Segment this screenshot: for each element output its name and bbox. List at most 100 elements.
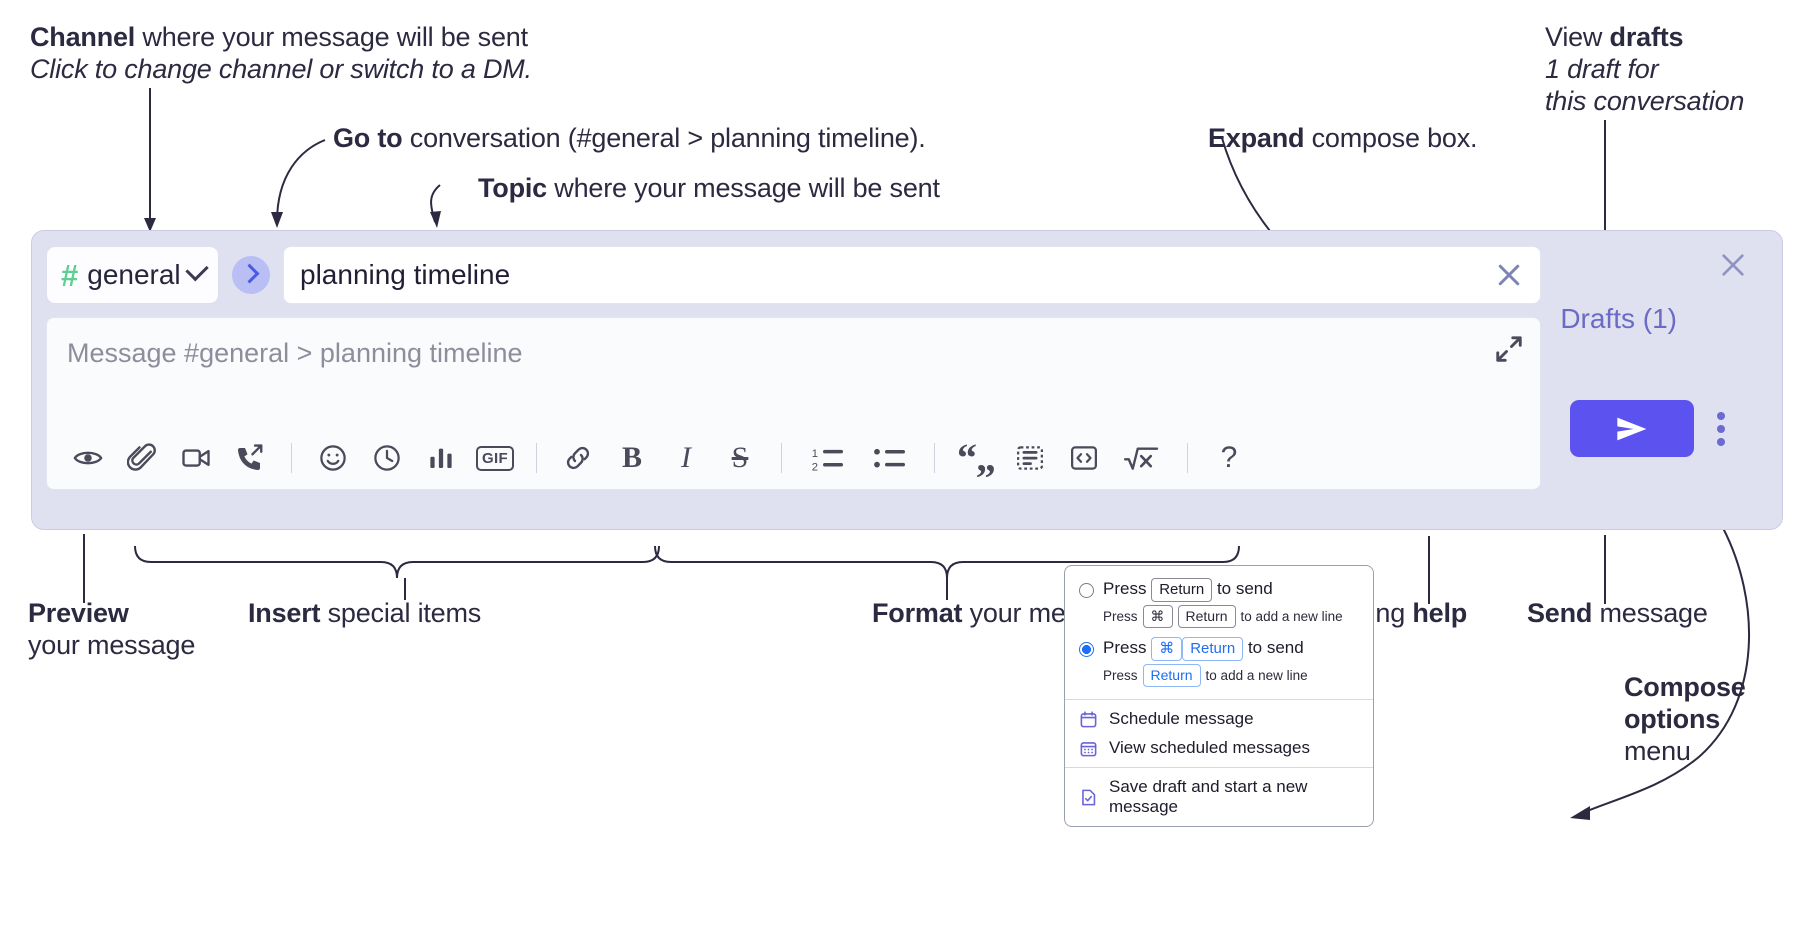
attach-file-icon[interactable] (115, 435, 169, 481)
send-paper-plane-icon (1617, 417, 1647, 440)
italic-label: I (681, 441, 691, 474)
key-return: Return (1142, 664, 1201, 688)
key-command: ⌘ (1142, 605, 1173, 629)
menu-item-label: View scheduled messages (1109, 738, 1310, 758)
annotation-co-rest: menu (1624, 735, 1691, 766)
annotation-insert-rest: special items (320, 598, 482, 628)
poll-bars-icon[interactable] (414, 435, 468, 481)
compose-header-row: # general planning timeline (46, 245, 1541, 305)
topic-input[interactable]: planning timeline (283, 246, 1541, 304)
menu-item-save-draft[interactable]: Save draft and start a new message (1065, 768, 1373, 826)
annotation-drafts-italic2: this conversation (1545, 85, 1745, 116)
annotation-send-rest: message (1592, 598, 1708, 628)
annotation-drafts-bold: drafts (1609, 22, 1684, 52)
message-input-area[interactable]: Message #general > planning timeline (46, 317, 1541, 490)
annotation-preview: Preview your message (28, 598, 278, 662)
math-icon[interactable] (1111, 435, 1173, 481)
toolbar-divider (536, 443, 537, 473)
formatting-toolbar: GIF B I (47, 427, 1540, 489)
emoji-icon[interactable] (306, 435, 360, 481)
dot (1717, 438, 1725, 446)
annotation-channel-italic: Click to change channel or switch to a D… (30, 53, 532, 84)
menu-divider (1065, 767, 1373, 769)
code-block-icon[interactable] (1003, 435, 1057, 481)
go-to-conversation-button[interactable] (232, 256, 270, 294)
link-icon[interactable] (551, 435, 605, 481)
dot (1717, 412, 1725, 420)
send-mode-group: Press Return to send Press ⌘Return to ad… (1065, 566, 1373, 699)
bold-icon[interactable]: B (605, 435, 659, 481)
strikethrough-label: S (731, 441, 749, 474)
send-mode-return-label: Press Return to send (1103, 578, 1273, 603)
annotation-preview-bold: Preview (28, 598, 129, 628)
annotation-goto-bold: Go to (333, 123, 403, 153)
newline-word: to add a new line (1240, 609, 1343, 625)
send-mode-option-cmd-return[interactable]: Press ⌘Return to send (1079, 637, 1359, 662)
annotation-topic: Topic where your message will be sent (478, 173, 940, 205)
save-draft-icon (1079, 788, 1098, 807)
italic-icon[interactable]: I (659, 435, 713, 481)
annotation-help-bold: help (1412, 598, 1468, 628)
send-button[interactable] (1570, 400, 1694, 457)
annotation-compose-options: Compose options menu (1624, 672, 1809, 768)
radio-unselected-icon[interactable] (1079, 582, 1094, 598)
key-return: Return (1177, 605, 1236, 629)
clear-topic-icon[interactable] (1494, 260, 1524, 290)
channel-hash-icon: # (61, 257, 79, 293)
annotation-drafts: View drafts 1 draft for this conversatio… (1545, 22, 1805, 118)
annotation-topic-rest: where your message will be sent (547, 173, 940, 203)
annotation-expand: Expand compose box. (1208, 123, 1478, 155)
gif-label: GIF (476, 445, 514, 471)
preview-message-icon[interactable] (61, 435, 115, 481)
key-return: Return (1182, 637, 1244, 662)
annotation-channel: Channel where your message will be sent … (30, 22, 650, 86)
send-mode-cmd-return-sub: Press Return to add a new line (1103, 664, 1359, 688)
send-mode-return-sub: Press ⌘Return to add a new line (1103, 605, 1359, 629)
drafts-link[interactable]: Drafts (1) (1560, 303, 1677, 334)
menu-item-schedule-message[interactable]: Schedule message (1065, 700, 1373, 738)
gif-icon[interactable]: GIF (468, 435, 522, 481)
radio-selected-icon[interactable] (1079, 641, 1094, 657)
formatting-help-icon[interactable]: ? (1202, 435, 1256, 481)
reminder-clock-icon[interactable] (360, 435, 414, 481)
press-word: Press (1103, 579, 1152, 598)
blockquote-icon[interactable]: “„ (957, 435, 996, 480)
toolbar-divider (781, 443, 782, 473)
annotation-channel-rest: where your message will be sent (135, 22, 528, 52)
calendar-schedule-icon (1079, 710, 1098, 729)
ordered-list-icon[interactable]: 1 2 (796, 435, 860, 481)
to-send-word: to send (1212, 579, 1273, 598)
annotation-channel-bold: Channel (30, 22, 136, 52)
annotation-send-bold: Send (1527, 598, 1593, 628)
annotation-format-bold: Format (872, 598, 963, 628)
send-mode-cmd-return-label: Press ⌘Return to send (1103, 637, 1304, 662)
inline-code-icon[interactable] (1057, 435, 1111, 481)
press-word: Press (1103, 638, 1152, 658)
audio-clip-icon[interactable] (223, 435, 277, 481)
channel-name-label: general (87, 259, 181, 290)
annotation-preview-rest: your message (28, 629, 196, 660)
toolbar-divider (291, 443, 292, 473)
dot (1717, 425, 1725, 433)
menu-item-view-scheduled[interactable]: View scheduled messages (1065, 738, 1373, 767)
annotation-insert: Insert special items (248, 598, 481, 630)
bold-label: B (621, 441, 642, 474)
message-compose-box: # general planning timeline (31, 230, 1783, 530)
close-icon[interactable] (1717, 249, 1749, 281)
send-mode-option-return[interactable]: Press Return to send (1079, 578, 1359, 603)
compose-fields: # general planning timeline (46, 245, 1541, 490)
strikethrough-icon[interactable]: S (713, 435, 767, 481)
annotation-send: Send message (1527, 598, 1708, 630)
annotation-topic-bold: Topic (478, 173, 547, 203)
expand-compose-icon[interactable] (1494, 334, 1524, 364)
key-command: ⌘ (1151, 637, 1183, 662)
key-return: Return (1151, 578, 1213, 603)
compose-options-button[interactable] (1707, 412, 1735, 446)
chevron-down-icon (185, 257, 209, 282)
press-word: Press (1103, 668, 1138, 684)
video-clip-icon[interactable] (169, 435, 223, 481)
channel-selector[interactable]: # general (46, 246, 219, 304)
menu-divider (1065, 699, 1373, 701)
bulleted-list-icon[interactable] (860, 435, 920, 481)
